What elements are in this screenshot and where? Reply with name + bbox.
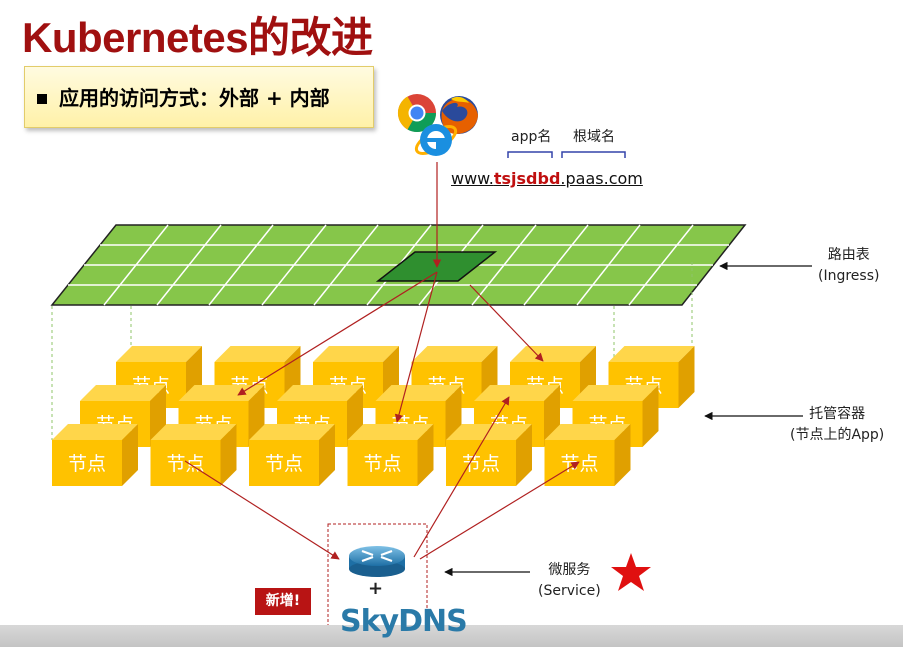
- node-cube: 节点: [52, 424, 138, 486]
- node-label: 节点: [560, 453, 598, 475]
- chrome-icon: [397, 94, 437, 133]
- ie-icon: [414, 124, 458, 156]
- callout-text: 应用的访问方式：外部 + 内部: [59, 86, 330, 110]
- root-domain-brace: [561, 151, 626, 158]
- node-cubes: 节点节点节点节点节点节点节点节点节点节点节点节点节点节点节点节点节点节点: [52, 346, 695, 486]
- url-text: www.tsjsdbd.paas.com: [451, 169, 643, 188]
- node-label: 节点: [363, 453, 401, 475]
- service-box: [327, 523, 428, 647]
- flow-arrows: [184, 162, 580, 560]
- skydns-logo: SkyDNS: [340, 604, 468, 639]
- plus-sign: +: [368, 578, 384, 599]
- router-icon: [349, 546, 405, 577]
- footer-bar: [0, 625, 903, 647]
- node-label: 节点: [68, 453, 106, 475]
- container-label: 托管容器 (节点上的App): [790, 406, 885, 443]
- root-domain-label: 根域名: [573, 129, 615, 145]
- node-cube: 节点: [150, 424, 237, 486]
- new-badge: 新增!: [255, 588, 311, 615]
- node-label: 节点: [265, 453, 303, 475]
- node-label: 节点: [462, 453, 500, 475]
- node-cube: 节点: [347, 424, 434, 486]
- firefox-icon: [440, 96, 478, 134]
- node-cube: 节点: [249, 424, 335, 486]
- label-arrows: [444, 261, 812, 577]
- slide-title: Kubernetes的改进: [22, 14, 373, 61]
- url-app-part: tsjsdbd: [493, 169, 561, 188]
- node-cube: 节点: [544, 424, 631, 486]
- ingress-grid: [50, 224, 747, 306]
- node-label: 节点: [166, 453, 204, 475]
- bullet-square-icon: [37, 94, 47, 104]
- app-name-brace: [507, 151, 553, 158]
- service-label: 微服务 (Service): [538, 562, 601, 599]
- callout-box: 应用的访问方式：外部 + 内部: [24, 66, 374, 128]
- ingress-label: 路由表 (Ingress): [818, 247, 880, 284]
- red-star-icon: [611, 553, 651, 591]
- app-name-label: app名: [511, 129, 552, 145]
- node-cube: 节点: [446, 424, 532, 486]
